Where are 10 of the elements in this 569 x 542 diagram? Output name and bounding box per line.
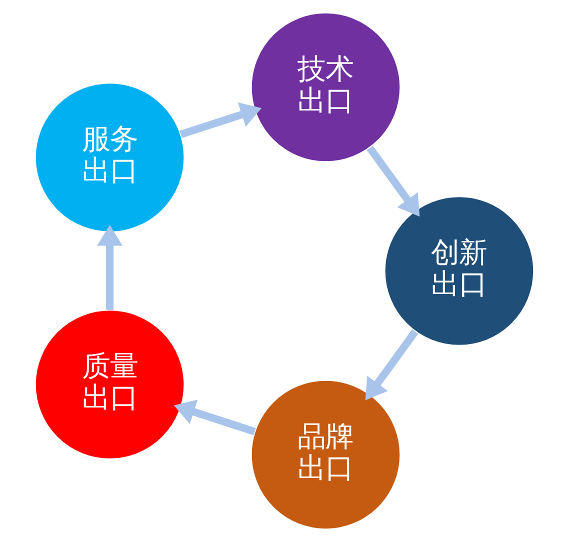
arrow	[366, 146, 420, 217]
arrow	[365, 329, 418, 400]
arrow	[97, 224, 123, 310]
arrow	[174, 400, 256, 436]
node-circle: 质量出口	[34, 310, 185, 460]
node-circle: 品牌出口	[250, 380, 401, 530]
node-circle: 创新出口	[384, 196, 534, 346]
arrow	[180, 102, 262, 138]
node-circle: 服务出口	[34, 82, 185, 232]
node-circle: 技术出口	[250, 12, 401, 162]
